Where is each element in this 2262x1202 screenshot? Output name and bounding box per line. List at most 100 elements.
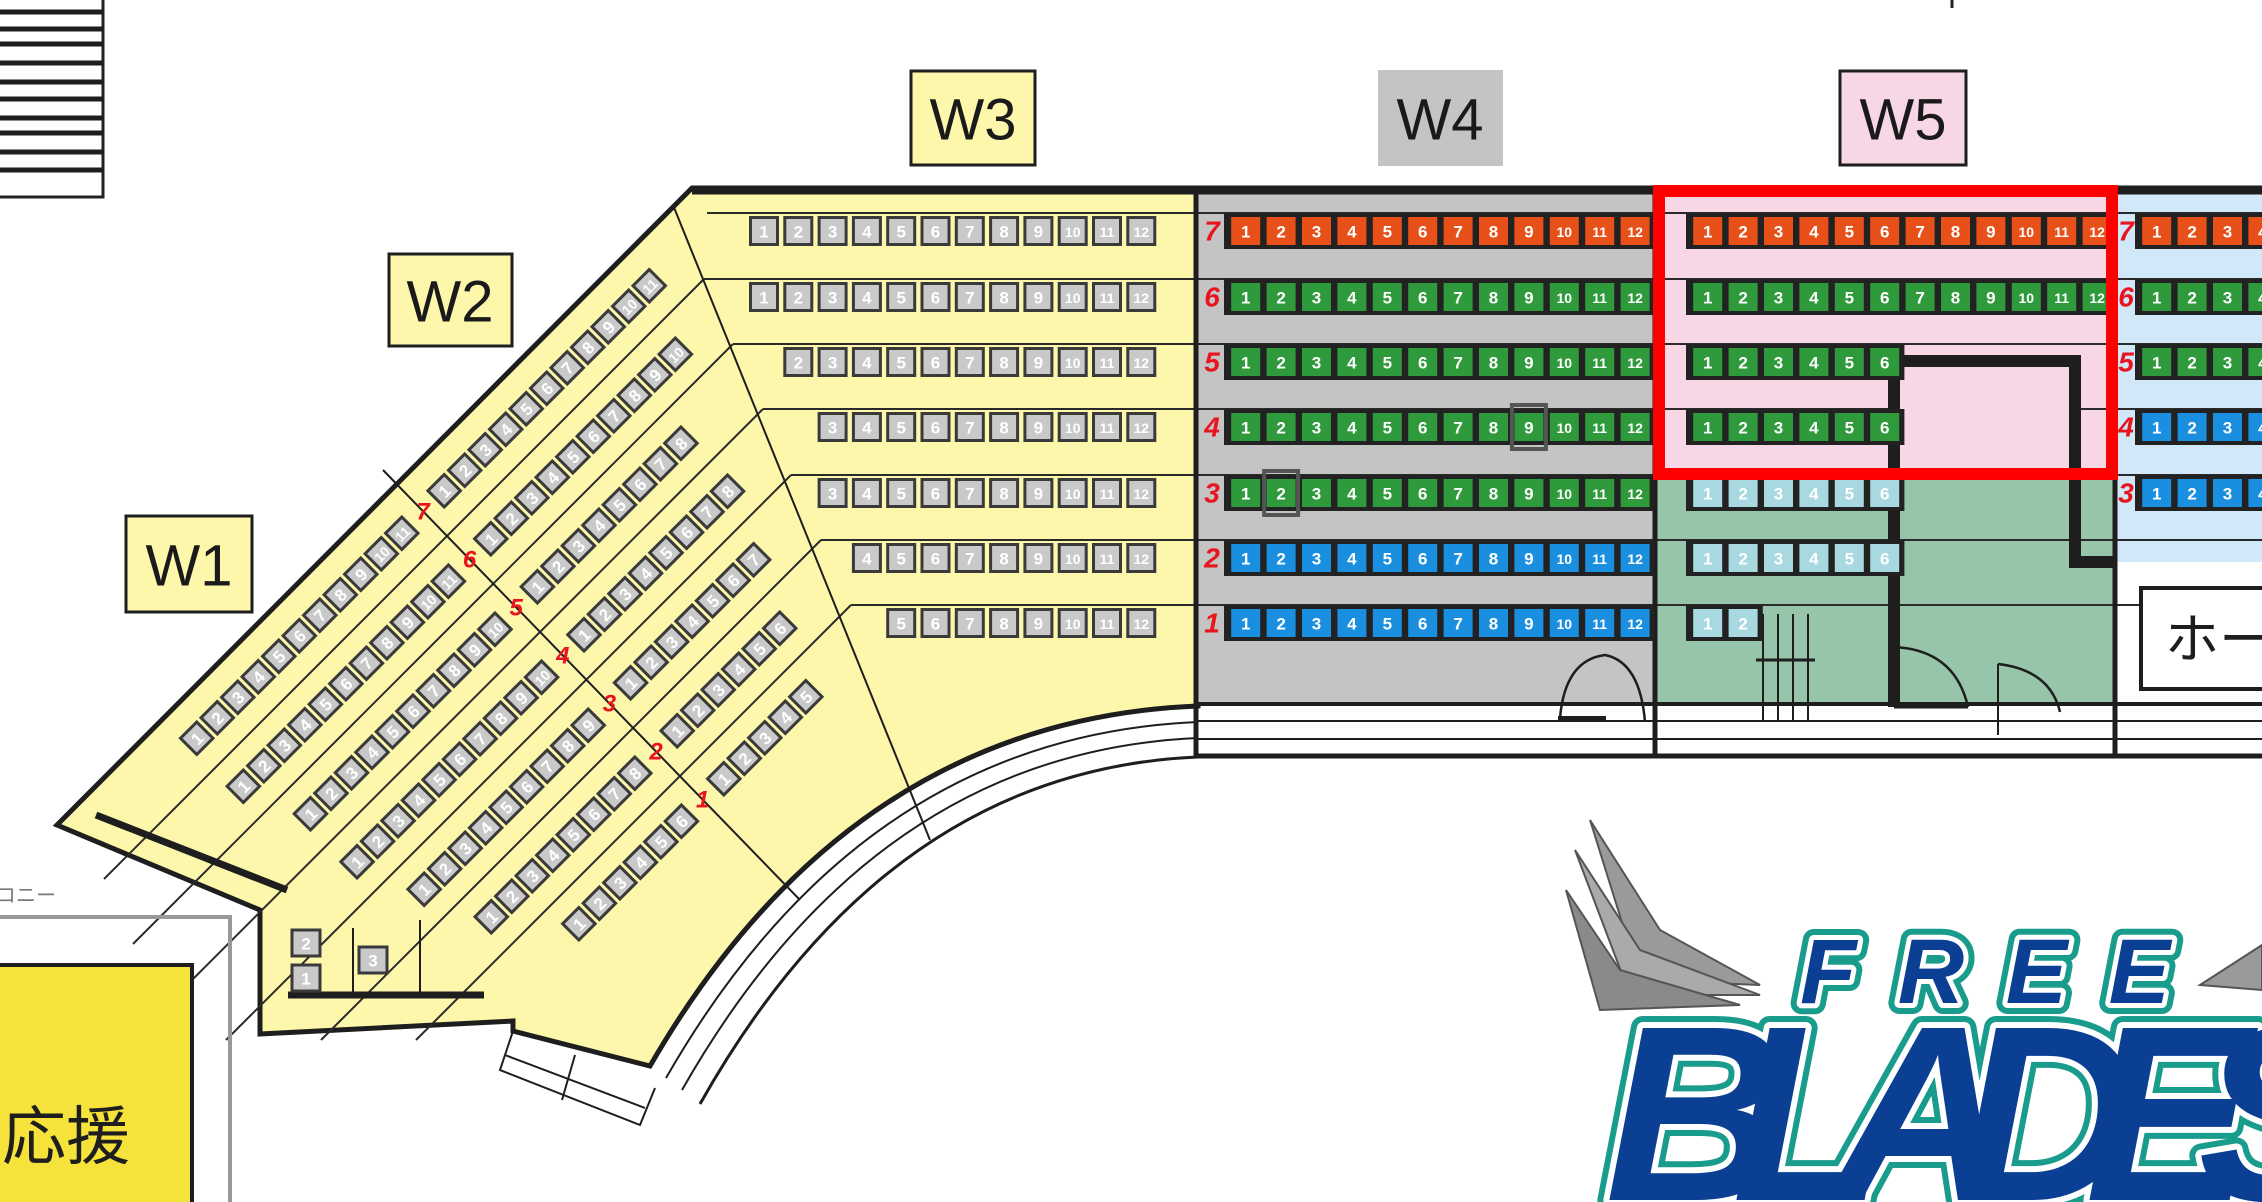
seat-w3-row1-5[interactable]: 5 [886,608,917,638]
seat-w3-row4-6[interactable]: 6 [920,412,951,442]
seat-w1-row5-2[interactable]: 2 [312,774,350,812]
seat-w2-row1-1[interactable]: 1 [705,760,743,798]
seat-w1-row4-6[interactable]: 6 [441,740,478,778]
seat-w3-row2-11[interactable]: 11 [1092,543,1122,573]
seat-w4-row5-4[interactable]: 4 [1337,348,1367,376]
seat-w4-row7-11[interactable]: 11 [1585,217,1615,245]
seat-w6-row4-4[interactable]: 4 [2248,413,2262,441]
seat-w1-row3-5[interactable]: 5 [487,788,525,826]
seat-w1-row5-1[interactable]: 1 [292,795,329,833]
seat-w4-row1-3[interactable]: 3 [1302,609,1331,637]
seat-w1-row3-2[interactable]: 2 [426,850,464,888]
seat-w3-row1-10[interactable]: 10 [1057,608,1088,638]
seat-w1-row7-7[interactable]: 7 [301,596,339,634]
seat-w3-row3-5[interactable]: 5 [886,478,917,508]
seat-w2-row3-1[interactable]: 1 [612,664,649,702]
seat-w1-row2-1[interactable]: 1 [472,898,510,936]
seat-w4-row6-7[interactable]: 7 [1443,283,1473,311]
seat-w1-row4-5[interactable]: 5 [420,761,458,799]
seat-w3-row7-8[interactable]: 8 [989,216,1020,246]
seat-w3-row4-11[interactable]: 11 [1092,412,1122,442]
seat-w2-row2-1[interactable]: 1 [658,712,696,750]
seat-w3-row6-2[interactable]: 2 [783,282,814,312]
seat-w2-row6-8[interactable]: 8 [615,376,653,414]
seat-w4-row2-1[interactable]: 1 [1231,544,1261,572]
seat-w3-row3-6[interactable]: 6 [920,478,951,508]
seat-w3-row1-7[interactable]: 7 [954,608,985,638]
seat-w4-row5-12[interactable]: 12 [1620,348,1650,376]
seat-w3-row6-6[interactable]: 6 [920,282,951,312]
seat-w4-row3-6[interactable]: 6 [1408,479,1438,507]
seat-w4-row3-3[interactable]: 3 [1302,479,1331,507]
seat-w4-row6-2[interactable]: 2 [1266,283,1296,311]
seat-w1-row5-10[interactable]: 10 [476,610,514,648]
seat-w1-row6-1[interactable]: 1 [224,767,262,805]
seat-w2-row7-2[interactable]: 2 [446,451,484,489]
seat-w3-row7-3[interactable]: 3 [817,216,848,246]
seat-w5-row6-1[interactable]: 1 [1693,283,1723,311]
seat-w5-row7-10[interactable]: 10 [2011,217,2041,245]
seat-w2-row1-4[interactable]: 4 [766,698,804,736]
seat-w1-row1-6[interactable]: 6 [663,802,700,840]
seat-w6-row4-2[interactable]: 2 [2177,413,2207,441]
seat-w2-row4-4[interactable]: 4 [627,554,664,592]
seat-w4-row6-10[interactable]: 10 [1549,283,1579,311]
seat-w3-row5-12[interactable]: 12 [1126,347,1157,377]
seat-w6-row3-1[interactable]: 1 [2142,479,2172,507]
seat-w2-row7-7[interactable]: 7 [548,349,586,387]
seat-w3-row2-7[interactable]: 7 [954,543,985,573]
seat-w6-row4-3[interactable]: 3 [2213,413,2242,441]
seat-w3-row5-7[interactable]: 7 [954,347,985,377]
seat-w4-row2-9[interactable]: 9 [1514,544,1544,572]
seat-w2-row5-5[interactable]: 5 [601,486,638,524]
seat-w1-row7-5[interactable]: 5 [260,637,298,675]
seat-w2-row1-2[interactable]: 2 [725,739,763,777]
seat-w6-row7-1[interactable]: 1 [2142,217,2172,245]
seat-w6-row6-4[interactable]: 4 [2248,283,2262,311]
seat-w2-row3-7[interactable]: 7 [735,541,773,579]
seat-w4-row4-1[interactable]: 1 [1231,413,1261,441]
seat-w3-row2-9[interactable]: 9 [1023,543,1054,573]
seat-w1-row5-5[interactable]: 5 [374,713,411,751]
seat-w3-row3-9[interactable]: 9 [1023,478,1054,508]
seat-w4-row2-4[interactable]: 4 [1337,544,1367,572]
seat-w5-row5-5[interactable]: 5 [1834,348,1864,376]
seat-w1-row5-7[interactable]: 7 [415,672,452,710]
seat-w5-row6-9[interactable]: 9 [1976,283,2006,311]
seat-w5-row6-11[interactable]: 11 [2047,283,2077,311]
seat-w2-row4-7[interactable]: 7 [688,493,726,531]
seat-w4-row6-1[interactable]: 1 [1231,283,1261,311]
seat-w3-row2-6[interactable]: 6 [920,543,951,573]
seat-w5-row4-2[interactable]: 2 [1728,413,1758,441]
seat-w5-row7-4[interactable]: 4 [1799,217,1829,245]
seat-w4-row6-4[interactable]: 4 [1337,283,1367,311]
seat-w2-row2-2[interactable]: 2 [679,691,717,729]
seat-w6-row6-3[interactable]: 3 [2213,283,2242,311]
seat-w2-row5-6[interactable]: 6 [621,465,659,503]
seat-w4-row5-8[interactable]: 8 [1479,348,1508,376]
seat-w2-row6-9[interactable]: 9 [636,356,674,394]
seat-w3-row4-12[interactable]: 12 [1126,412,1157,442]
seat-w4-row4-12[interactable]: 12 [1620,413,1650,441]
seat-w4-row7-4[interactable]: 4 [1337,217,1367,245]
seat-w5-row7-6[interactable]: 6 [1870,217,1900,245]
seat-w4-row4-5[interactable]: 5 [1372,413,1402,441]
seat-w3-row3-3[interactable]: 3 [817,478,848,508]
seat-w5-row7-5[interactable]: 5 [1834,217,1864,245]
seat-w5-row2-5[interactable]: 5 [1834,544,1864,572]
seat-w3-row1-12[interactable]: 12 [1126,608,1157,638]
seat-w1-row6-9[interactable]: 9 [388,603,426,641]
seat-w3-row4-9[interactable]: 9 [1023,412,1054,442]
seat-w4-row5-3[interactable]: 3 [1302,348,1331,376]
seat-w2-row4-5[interactable]: 5 [647,534,685,572]
seat-w3-row3-4[interactable]: 4 [851,478,882,508]
seat-w5-row6-2[interactable]: 2 [1728,283,1758,311]
seat-w1-row2-3[interactable]: 3 [513,857,551,895]
seat-w4-row6-11[interactable]: 11 [1585,283,1615,311]
seat-w3-row7-6[interactable]: 6 [920,216,951,246]
seat-w1-row6-4[interactable]: 4 [286,706,324,744]
seat-w4-row3-12[interactable]: 12 [1620,479,1650,507]
seat-w4-row2-8[interactable]: 8 [1479,544,1508,572]
seat-w4-row3-9[interactable]: 9 [1514,479,1544,507]
seat-w1-row4-4[interactable]: 4 [400,781,437,819]
